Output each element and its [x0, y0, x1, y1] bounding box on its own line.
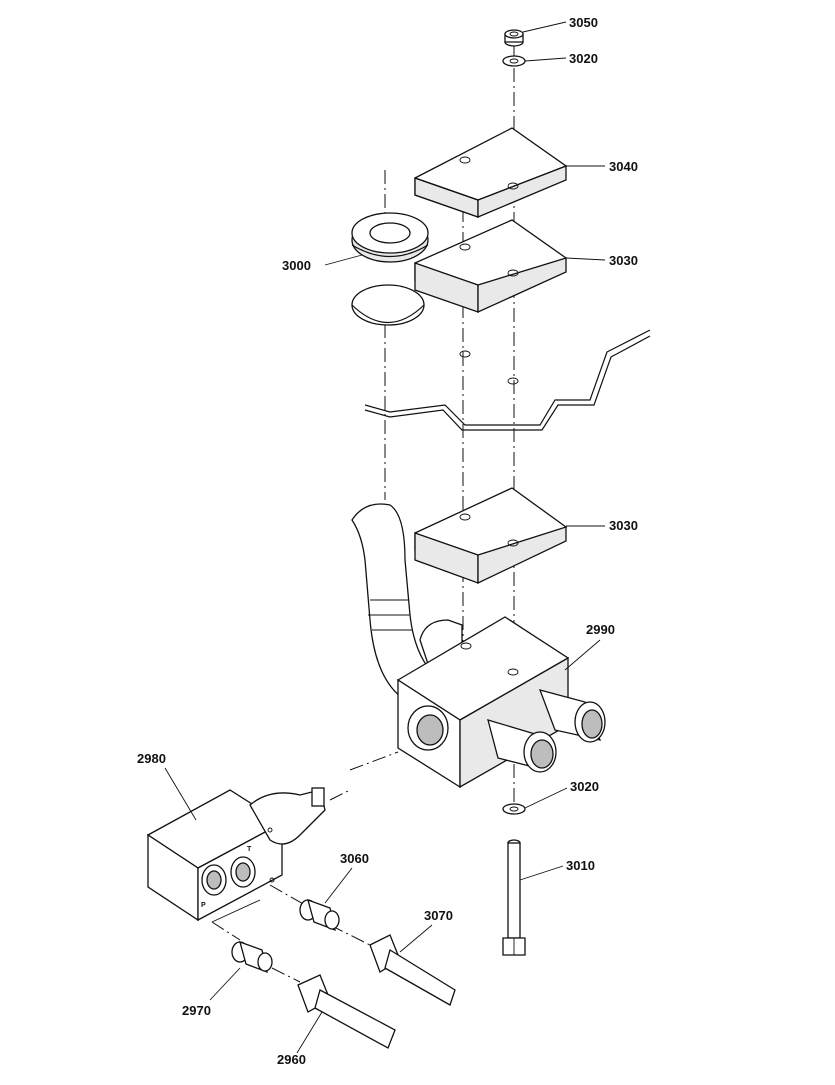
- grommet-3000: [351, 212, 429, 263]
- callout-3000: 3000: [282, 258, 311, 273]
- callout-2990: 2990: [586, 622, 615, 637]
- panel-break: [364, 329, 651, 431]
- port-t-label: T: [247, 846, 252, 853]
- plate-3040: [414, 127, 568, 218]
- hose-fitting-3070: [369, 934, 456, 1006]
- plate-3030-upper: [414, 219, 568, 314]
- callout-3070: 3070: [424, 908, 453, 923]
- callout-3020-bottom: 3020: [570, 779, 599, 794]
- leader-lines: [164, 21, 606, 1054]
- callout-3060: 3060: [340, 851, 369, 866]
- callout-2970: 2970: [182, 1003, 211, 1018]
- hose-fitting-2960: [297, 974, 396, 1049]
- callout-3020-top: 3020: [569, 51, 598, 66]
- washer-3020-bottom: [502, 803, 526, 815]
- callout-labels: 3050 3020 3040 3000 3030 3030 2990 2980 …: [137, 15, 638, 1067]
- nut-3050: [504, 29, 524, 47]
- callout-2980: 2980: [137, 751, 166, 766]
- ring-3000: [351, 284, 425, 326]
- adapter-3060: [299, 898, 340, 932]
- callout-3010: 3010: [566, 858, 595, 873]
- callout-3030-upper: 3030: [609, 253, 638, 268]
- plate-3030-lower: [414, 487, 568, 585]
- valve-2980: P T: [146, 787, 326, 922]
- port-p-label: P: [201, 902, 206, 909]
- panel-holes: [459, 350, 519, 385]
- block-2990: [396, 616, 606, 789]
- bolt-3010: [502, 839, 526, 956]
- washer-3020-top: [502, 55, 526, 67]
- adapter-2970: [231, 940, 273, 974]
- callout-2960: 2960: [277, 1052, 306, 1067]
- callout-3040: 3040: [609, 159, 638, 174]
- callout-3050: 3050: [569, 15, 598, 30]
- callout-3030-lower: 3030: [609, 518, 638, 533]
